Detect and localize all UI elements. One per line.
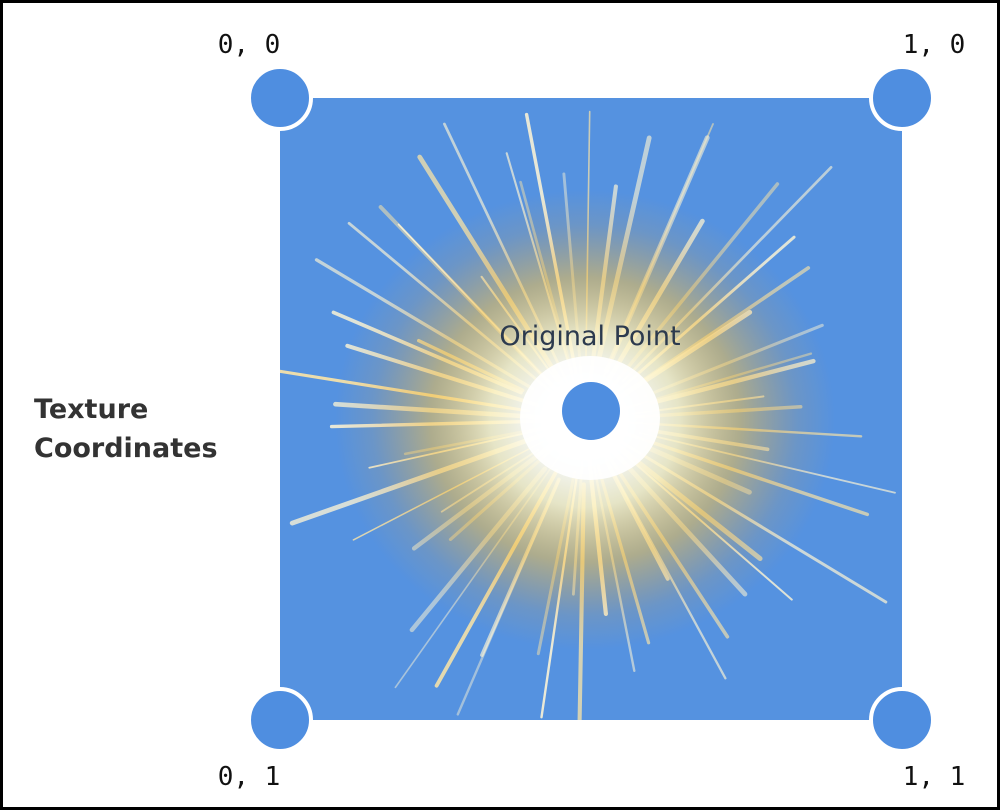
side-label-line2: Coordinates — [34, 433, 218, 464]
corner-label-bottom-left: 0, 1 — [218, 762, 281, 792]
vertex-bottom-right — [869, 687, 935, 753]
corner-label-top-left: 0, 0 — [218, 30, 281, 60]
original-point-marker — [562, 382, 620, 440]
vertex-bottom-left — [247, 687, 313, 753]
side-label: Texture Coordinates — [34, 394, 218, 464]
corner-label-bottom-right: 1, 1 — [903, 762, 966, 792]
vertex-top-left — [247, 65, 313, 131]
side-label-line1: Texture — [34, 394, 148, 425]
original-point-label: Original Point — [499, 321, 680, 352]
vertex-top-right — [869, 65, 935, 131]
corner-label-top-right: 1, 0 — [903, 30, 966, 60]
texture-image — [280, 98, 902, 720]
